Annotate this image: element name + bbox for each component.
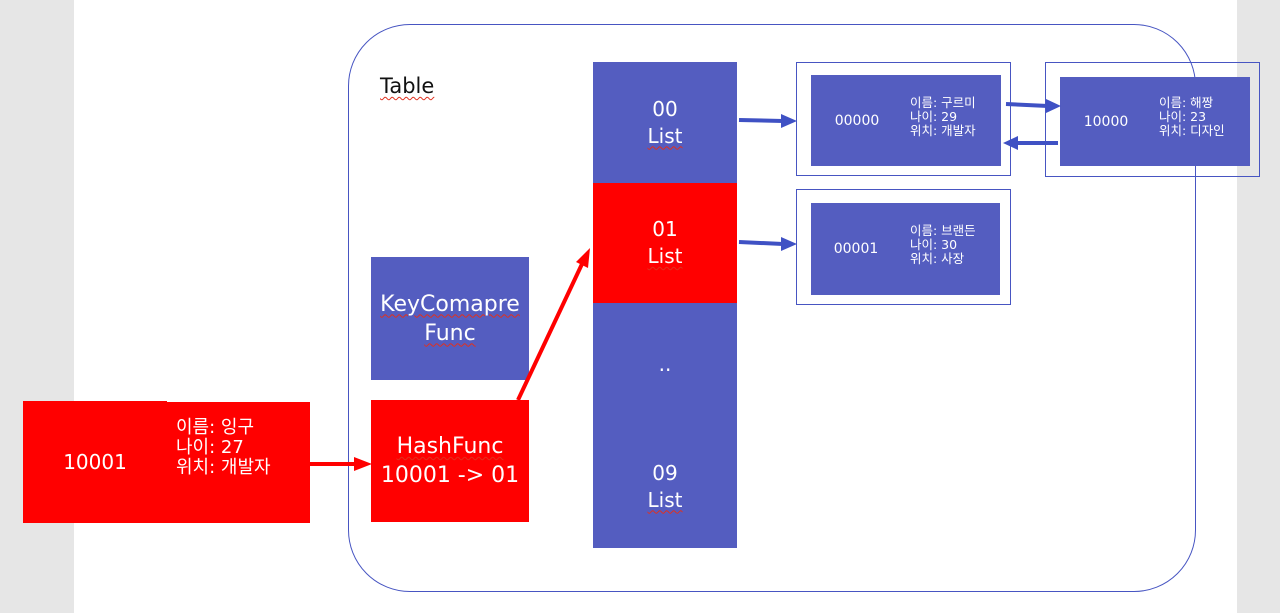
list-node-info: 이름: 구르미 나이: 29 위치: 개발자 <box>903 75 1001 166</box>
node-position: 위치: 개발자 <box>910 123 976 138</box>
list-node-key: 10000 <box>1060 77 1152 166</box>
table-container <box>348 24 1196 592</box>
arrow-next-pointer <box>1005 102 1049 108</box>
arrow-head <box>354 457 372 471</box>
bucket-09: 09 List <box>593 425 737 548</box>
node-name: 이름: 구르미 <box>910 95 976 110</box>
node-age: 나이: 30 <box>910 237 958 252</box>
node-name: 이름: 해짱 <box>1159 95 1214 110</box>
hash-func-box: HashFunc 10001 -> 01 <box>371 400 529 522</box>
record-name: 이름: 잉구 <box>176 417 255 438</box>
key-compare-func-box: KeyComapre Func <box>371 257 529 380</box>
func-label: Func <box>424 320 476 346</box>
record-age: 나이: 27 <box>176 437 244 458</box>
arrow-head <box>781 237 797 251</box>
node-age: 나이: 29 <box>910 109 958 124</box>
bucket-01: 01 List <box>593 183 737 303</box>
list-node-frame-10000 <box>1045 62 1260 177</box>
bucket-ellipsis: .. <box>593 303 737 425</box>
arrow-bucket01-to-node <box>738 240 784 246</box>
arrow-bucket00-to-node <box>738 118 784 123</box>
func-label: HashFunc <box>396 434 504 459</box>
record-position: 위치: 개발자 <box>176 457 271 478</box>
list-node-info: 이름: 브랜든 나이: 30 위치: 사장 <box>901 203 1000 295</box>
node-name: 이름: 브랜든 <box>910 223 976 238</box>
node-position: 위치: 사장 <box>910 251 965 266</box>
bucket-ellipsis-text: .. <box>658 351 672 376</box>
bucket-index: 00 <box>652 96 678 121</box>
arrow-head <box>1003 136 1018 150</box>
bucket-index: 01 <box>652 217 678 241</box>
arrow-head <box>781 114 797 128</box>
arrow-head <box>1046 99 1061 113</box>
hash-mapping: 10001 -> 01 <box>380 463 520 488</box>
list-node-info: 이름: 해짱 나이: 23 위치: 디자인 <box>1152 77 1250 166</box>
bucket-label: List <box>647 487 683 512</box>
table-title: Table <box>380 74 435 98</box>
input-record-key: 10001 <box>23 401 167 523</box>
bucket-label: List <box>647 244 683 268</box>
bucket-index: 09 <box>652 460 678 485</box>
node-position: 위치: 디자인 <box>1159 123 1225 138</box>
bucket-00: 00 List <box>593 62 737 183</box>
node-age: 나이: 23 <box>1159 109 1207 124</box>
func-label: KeyComapre <box>380 291 520 317</box>
list-node-key: 00001 <box>811 203 901 295</box>
arrow-hash-to-bucket <box>516 263 584 401</box>
input-record-info: 이름: 잉구 나이: 27 위치: 개발자 <box>167 402 310 523</box>
arrow-head <box>576 248 590 268</box>
list-node-key: 00000 <box>811 75 903 166</box>
bucket-label: List <box>647 123 683 148</box>
